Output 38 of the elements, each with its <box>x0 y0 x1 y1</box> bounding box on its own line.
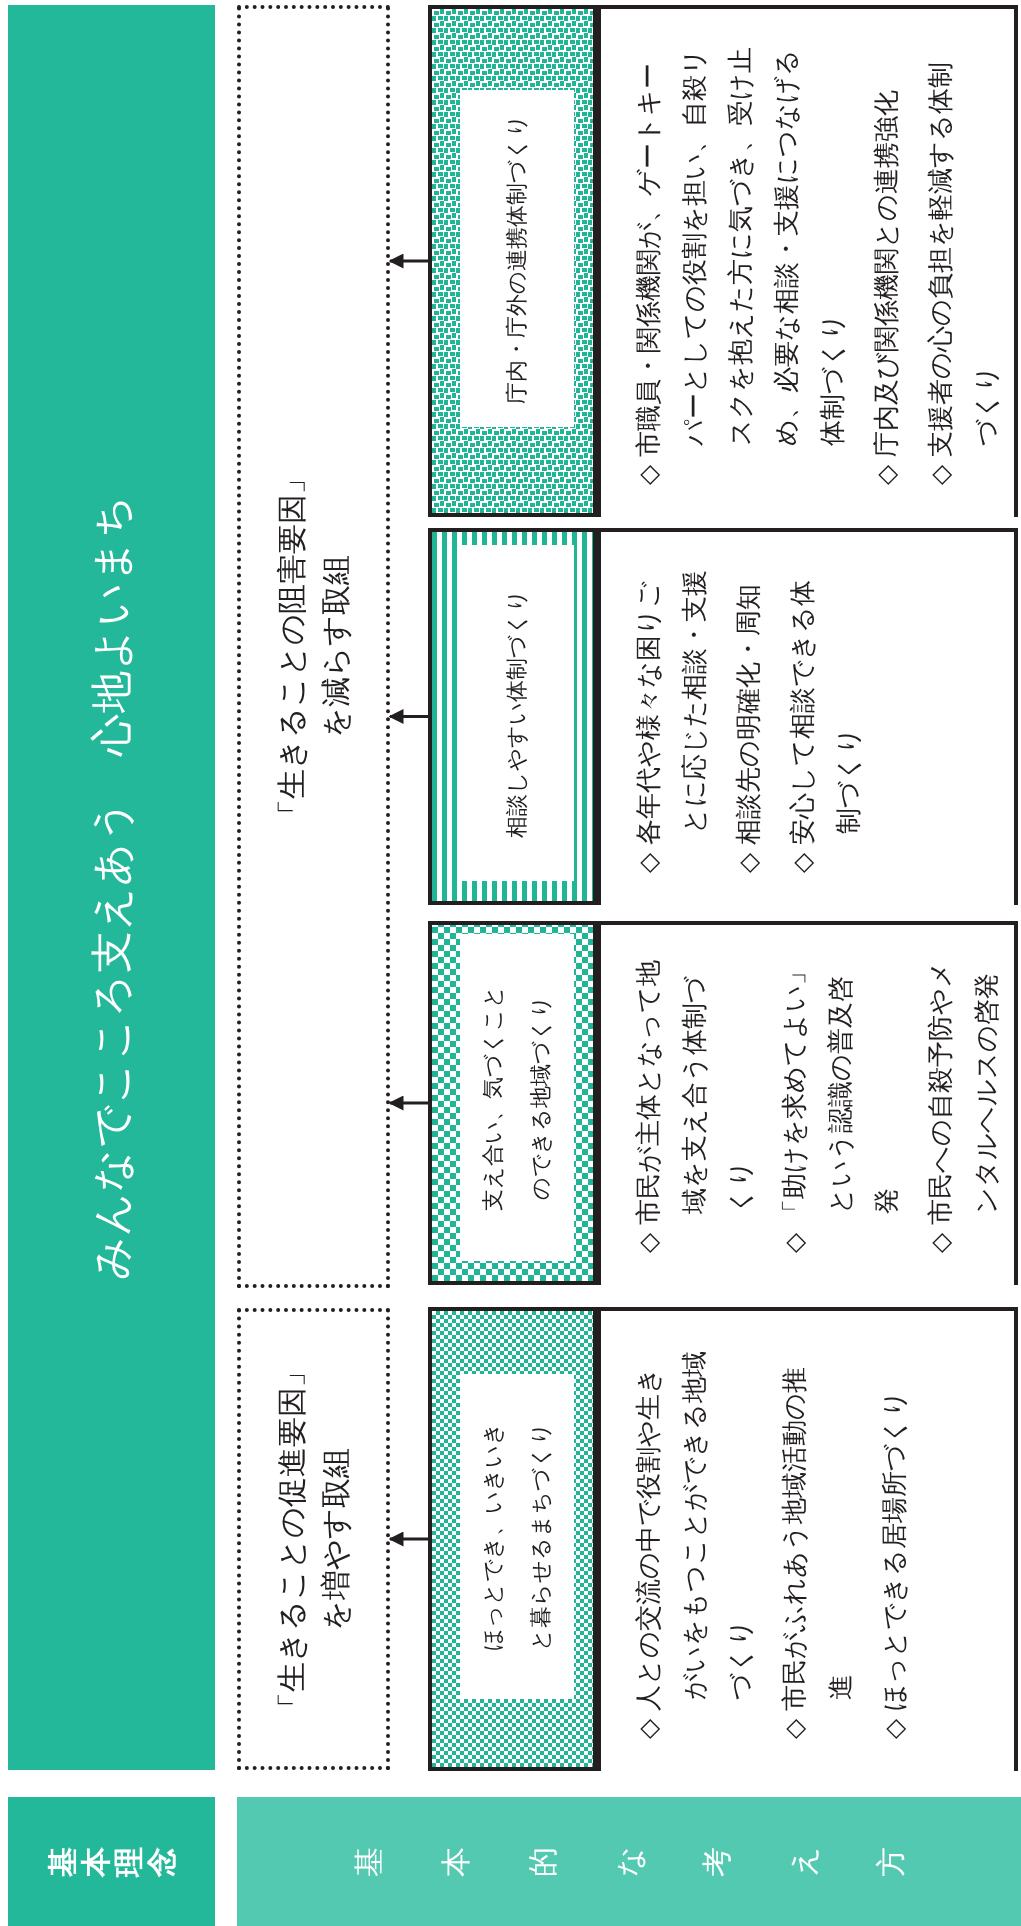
bullet-item: ◇ 各年代や様々な困りごとに応じた相談・支援 <box>632 569 710 873</box>
header-band <box>237 1797 1021 1926</box>
bullet-item: ◇ 市民が主体となって地域を支え合う体制づくり <box>632 958 756 1253</box>
bullet-item: ◇ 安心して相談できる体制づくり <box>786 578 864 873</box>
title-band <box>8 5 215 1770</box>
approach-label: 「生きることの阻害要因」を減らす取組 <box>273 463 354 831</box>
approach-label: 「生きることの促進要因」を増やす取組 <box>273 1355 354 1724</box>
header-band <box>8 1797 215 1926</box>
title-text: みんなでこころ支えあう 心地よいまち <box>85 494 137 1280</box>
list-box <box>597 1307 1018 1771</box>
bullet-item: ◇ 市民がふれあう地域活動の推進 <box>778 1365 856 1739</box>
bullet-item: ◇ 相談先の明確化・周知 <box>732 582 764 873</box>
list-box <box>597 921 1018 1285</box>
header-text: 基本的な考え方 <box>349 1846 909 1877</box>
patterned-box <box>428 528 597 905</box>
bullet-item: ◇ 人との交流の中で役割や生きがいをもつことができる地域づくり <box>632 1350 756 1739</box>
bullet-item: ◇ 庁内及び関係機関との連携強化 <box>870 88 902 485</box>
heading-panel: 相談しやすい体制づくり <box>460 545 574 881</box>
heading-panel: 支え合い、気づくことのできる地域づくり <box>460 934 574 1261</box>
bullet-item: ◇ 市職員・関係機関が、ゲートキーパーとしての役割を担い、自殺リスクを抱えた方に気づき、受け止め、必要な相談・支援につなげる体制づくり <box>632 46 848 485</box>
arrow <box>388 1095 428 1111</box>
arrow <box>388 709 428 724</box>
bullet-item: ◇ 支援者の心の負担を軽減する体制づくり <box>924 60 1002 485</box>
heading-panel: 庁内・庁外の連携体制づくり <box>460 90 574 427</box>
patterned-box <box>428 1307 597 1771</box>
bullet-item: ◇ 「助けを求めてよい」という認識の普及啓発 <box>778 957 902 1253</box>
dotted-box <box>237 1308 390 1770</box>
header-text: 基本理念 <box>45 1846 178 1877</box>
patterned-box <box>428 921 597 1285</box>
bullet-item: ◇ 市民への自殺予防やメンタルヘルスの啓発 <box>924 959 1002 1253</box>
arrow <box>388 1531 428 1547</box>
dotted-box <box>237 5 390 1288</box>
heading-panel: ほっとでき、いきいきと暮らせるまちづくり <box>460 1374 574 1699</box>
patterned-box <box>428 5 597 517</box>
list-box <box>597 528 1018 905</box>
bullet-item: ◇ ほっとできる居場所づくり <box>878 1388 910 1739</box>
list-box <box>597 5 1018 517</box>
arrow <box>388 253 428 269</box>
